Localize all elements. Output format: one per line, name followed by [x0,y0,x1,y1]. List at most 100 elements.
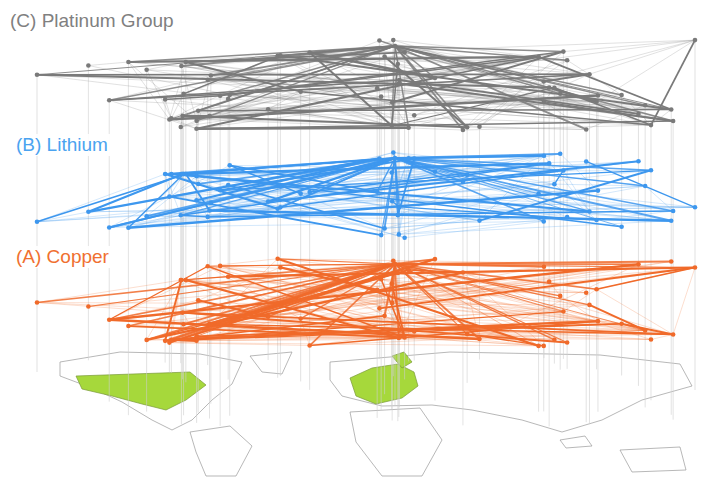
country-dot [412,156,417,161]
country-dot [298,191,303,196]
country-dot [406,268,411,273]
trade-link [196,121,673,129]
country-dot [207,114,212,119]
trade-link [196,127,408,130]
trade-link [651,40,695,125]
country-dot [397,336,402,341]
country-dot [561,309,566,314]
trade-link [186,174,210,210]
guide-line [695,40,696,390]
country-dot [669,218,674,223]
country-dot [406,156,411,161]
country-dot [477,124,482,129]
country-dot [178,125,183,130]
country-dot [594,287,599,292]
country-dot [209,201,214,206]
country-dot [465,173,470,178]
guide-line [300,92,301,382]
country-dot [584,127,589,132]
country-dot [86,304,91,309]
country-dot [542,153,547,158]
country-dot [584,290,589,295]
country-dot [379,94,384,99]
trade-link [405,221,544,237]
country-dot [377,306,382,311]
trade-link [310,53,392,126]
country-dot [266,107,271,112]
trade-link [169,62,185,119]
country-dot [391,259,396,264]
trade-link [88,62,128,65]
guide-line [146,70,147,412]
trade-link [109,203,211,228]
country-dot [396,271,401,276]
country-dot [278,205,283,210]
layer-network [35,38,698,133]
country-dot [184,60,189,65]
trade-link [395,154,560,158]
country-dot [178,278,183,283]
country-dot [596,93,601,98]
country-dot [163,97,168,102]
trade-link [560,154,598,191]
country-dot [461,128,466,133]
country-dot [669,107,674,112]
country-dot [226,183,231,188]
layer-network [35,256,698,348]
country-dot [375,288,380,293]
country-dot [619,321,624,326]
country-dot [536,55,541,60]
country-dot [298,316,303,321]
country-dot [181,92,186,97]
country-dot [218,264,223,269]
trade-link [109,100,196,128]
trade-link [181,215,208,217]
world-map [60,352,692,476]
trade-link [310,321,598,345]
trade-link [88,174,183,212]
country-dot [194,126,199,131]
country-dot [397,328,402,333]
country-dot [584,159,589,164]
country-dot [379,277,384,282]
layer-label: (B) Lithium [14,134,110,156]
country-dot [541,344,546,349]
country-dot [397,232,402,237]
country-dot [671,209,676,214]
country-dot [389,123,394,128]
country-dot [205,264,210,269]
country-dot [477,218,482,223]
trade-link [589,305,645,331]
trade-link [37,73,589,75]
guide-line [549,87,550,426]
trade-link [109,266,207,319]
country-dot [461,270,466,275]
country-dot [587,72,592,77]
trade-link [183,116,468,127]
guide-line [543,82,544,412]
trade-link [171,97,381,119]
trade-networks [35,38,698,427]
country-dot [536,344,541,349]
country-dot [179,64,184,69]
trade-link [409,156,544,159]
trade-link [184,55,281,93]
country-dot [227,93,232,98]
trade-link [228,268,695,277]
country-dot [196,182,201,187]
country-dot [227,163,232,168]
country-dot [393,156,398,161]
country-dot [266,315,271,320]
country-dot [465,332,470,337]
country-dot [406,125,411,130]
country-dot [461,179,466,184]
country-dot [169,116,174,121]
trade-link [463,125,651,130]
country-dot [552,85,557,90]
country-dot [669,259,674,264]
country-dot [194,338,199,343]
country-dot [671,119,676,124]
country-dot [178,213,183,218]
trade-link [37,174,186,222]
guide-line [597,96,598,412]
